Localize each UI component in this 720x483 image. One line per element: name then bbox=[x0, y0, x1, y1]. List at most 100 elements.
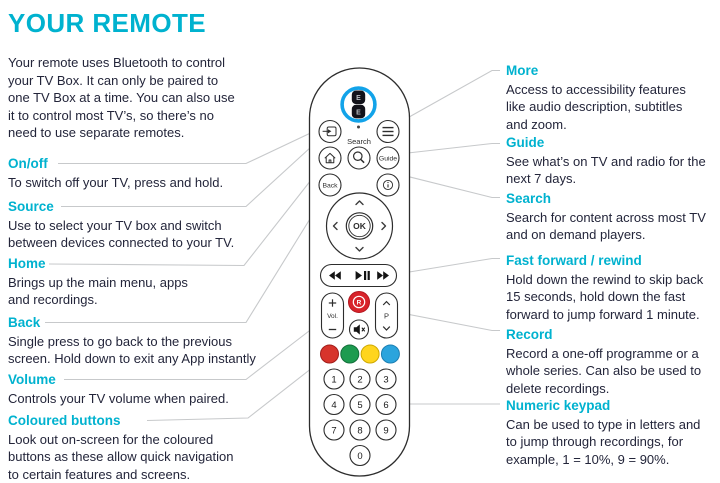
svg-text:E: E bbox=[356, 95, 361, 102]
info-icon bbox=[382, 179, 394, 191]
volume-rocker-label: Vol. bbox=[327, 313, 338, 320]
mute-speaker-icon bbox=[353, 324, 366, 335]
guide-button: Guide bbox=[376, 146, 400, 170]
home-icon bbox=[324, 152, 336, 164]
section-body: Single press to go back to the previous … bbox=[8, 334, 256, 367]
section-source: Source Use to select your TV box and swi… bbox=[8, 199, 258, 252]
section-heading: On/off bbox=[8, 156, 48, 171]
back-button-label: Back bbox=[322, 182, 338, 189]
connector-home bbox=[48, 163, 325, 267]
section-coloured-buttons: Coloured buttons Look out on-screen for … bbox=[8, 413, 258, 483]
fast-forward-icon bbox=[377, 271, 389, 280]
volume-rocker: Vol. bbox=[320, 292, 345, 339]
svg-text:5: 5 bbox=[357, 400, 362, 411]
source-button bbox=[318, 119, 342, 144]
svg-text:0: 0 bbox=[357, 451, 362, 462]
keypad-button-1: 1 bbox=[323, 368, 345, 390]
svg-text:6: 6 bbox=[383, 400, 388, 411]
connector-lines bbox=[45, 69, 500, 422]
keypad-button-4: 4 bbox=[323, 393, 345, 416]
record-dot-icon: R bbox=[352, 295, 366, 309]
back-button: Back bbox=[318, 173, 342, 197]
connector-volume bbox=[64, 319, 325, 381]
section-guide: Guide See what’s on TV and radio for the… bbox=[506, 135, 718, 188]
search-printed-label: Search bbox=[347, 137, 371, 146]
dpad: OK bbox=[325, 192, 394, 260]
guide-button-label: Guide bbox=[379, 155, 397, 162]
channel-rocker-label: P bbox=[384, 312, 389, 321]
channel-up-icon bbox=[382, 300, 391, 306]
svg-text:9: 9 bbox=[383, 425, 388, 436]
section-body: Use to select your TV box and switch bet… bbox=[8, 218, 235, 251]
section-heading: Guide bbox=[506, 135, 545, 150]
section-heading: Volume bbox=[8, 372, 56, 387]
section-volume: Volume Controls your TV volume when pair… bbox=[8, 372, 258, 407]
section-more: More Access to accessibility features li… bbox=[506, 63, 718, 133]
dpad-left-icon bbox=[332, 221, 338, 231]
section-fast-forward-rewind: Fast forward / rewind Hold down the rewi… bbox=[506, 253, 718, 323]
section-numeric-keypad: Numeric keypad Can be used to type in le… bbox=[506, 398, 718, 468]
power-button: E E bbox=[340, 86, 377, 123]
section-heading: Source bbox=[8, 199, 54, 214]
svg-text:1: 1 bbox=[331, 374, 336, 385]
section-body: Hold down the rewind to skip back 15 sec… bbox=[506, 272, 704, 322]
channel-rocker: P bbox=[374, 292, 399, 339]
coloured-buttons bbox=[320, 344, 400, 364]
connector-more bbox=[393, 69, 500, 126]
connector-back bbox=[45, 192, 327, 324]
section-search: Search Search for content across most TV… bbox=[506, 191, 718, 244]
section-heading: Fast forward / rewind bbox=[506, 253, 642, 268]
section-body: Search for content across most TV and on… bbox=[506, 210, 706, 243]
section-body: Brings up the main menu, apps and record… bbox=[8, 275, 188, 308]
section-body: Controls your TV volume when paired. bbox=[8, 391, 229, 406]
menu-lines-icon bbox=[382, 126, 394, 137]
section-heading: Numeric keypad bbox=[506, 398, 611, 413]
keypad-button-9: 9 bbox=[375, 419, 397, 441]
section-heading: Back bbox=[8, 315, 41, 330]
svg-text:8: 8 bbox=[357, 425, 362, 436]
search-magnifier-icon bbox=[352, 151, 365, 164]
section-body: See what’s on TV and radio for the next … bbox=[506, 154, 706, 187]
section-body: Look out on-screen for the coloured butt… bbox=[8, 432, 234, 482]
section-body: Can be used to type in letters and to ju… bbox=[506, 417, 701, 467]
svg-text:2: 2 bbox=[357, 374, 362, 385]
page-title: YOUR REMOTE bbox=[8, 8, 206, 38]
status-led-dot bbox=[357, 125, 360, 129]
section-heading: More bbox=[506, 63, 539, 78]
section-heading: Home bbox=[8, 256, 46, 271]
section-record: Record Record a one-off programme or a w… bbox=[506, 327, 718, 397]
volume-plus-icon bbox=[328, 299, 337, 307]
connector-on-off bbox=[58, 116, 346, 165]
connector-coloured-buttons bbox=[146, 358, 324, 422]
keypad-button-5: 5 bbox=[349, 393, 371, 416]
section-back: Back Single press to go back to the prev… bbox=[8, 315, 258, 368]
home-button bbox=[318, 146, 342, 170]
svg-text:E: E bbox=[356, 109, 361, 116]
keypad-button-7: 7 bbox=[323, 419, 345, 441]
section-heading: Search bbox=[506, 191, 552, 206]
rewind-icon bbox=[329, 271, 341, 280]
section-home: Home Brings up the main menu, apps and r… bbox=[8, 256, 258, 309]
dpad-down-icon bbox=[355, 246, 364, 252]
transport-bar bbox=[319, 263, 398, 288]
section-on-off: On/off To switch off your TV, press and … bbox=[8, 156, 258, 191]
connector-fast-forward bbox=[396, 257, 500, 275]
section-body: To switch off your TV, press and hold. bbox=[8, 175, 224, 190]
section-heading: Record bbox=[506, 327, 553, 342]
dpad-up-icon bbox=[355, 200, 364, 206]
section-heading: Coloured buttons bbox=[8, 413, 121, 428]
ok-button-label: OK bbox=[353, 221, 367, 231]
intro-text: Your remote uses Bluetooth to control yo… bbox=[8, 55, 235, 140]
more-button bbox=[376, 119, 400, 144]
keypad-button-6: 6 bbox=[375, 393, 397, 416]
keypad-button-2: 2 bbox=[349, 368, 371, 390]
play-pause-icon bbox=[355, 271, 370, 280]
yellow-button bbox=[360, 344, 380, 364]
section-body: Record a one-off programme or a whole se… bbox=[506, 346, 702, 396]
blue-button bbox=[380, 344, 400, 364]
svg-text:4: 4 bbox=[331, 400, 336, 411]
section-body: Access to accessibility features like au… bbox=[506, 82, 686, 132]
record-button: R bbox=[348, 291, 370, 313]
keypad-button-0: 0 bbox=[349, 444, 371, 467]
